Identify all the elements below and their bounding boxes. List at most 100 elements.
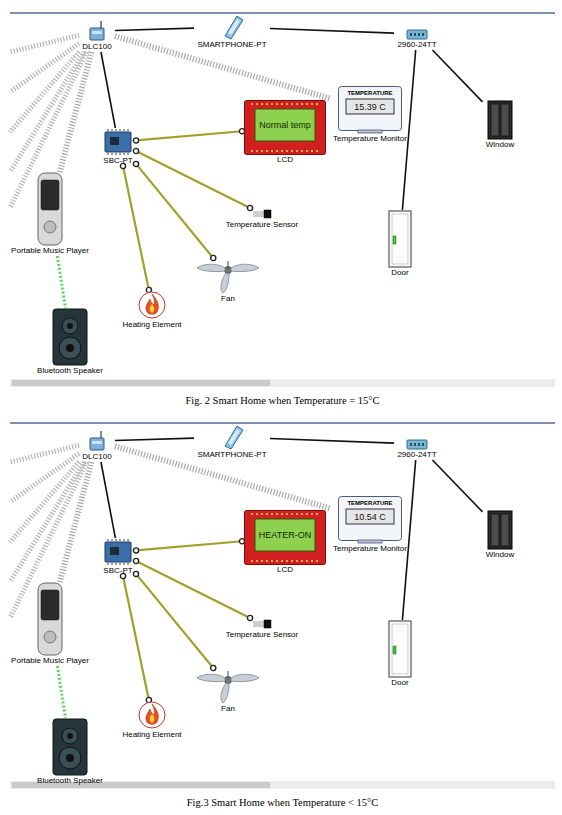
lcd-part [256, 103, 258, 105]
fan-part [231, 264, 259, 271]
device-node: Heating Element [119, 700, 185, 740]
sensor-part [253, 622, 264, 626]
device-label: Temperature Monitor [332, 544, 408, 554]
device-label: Temperature Monitor [332, 134, 408, 144]
speaker-part [62, 318, 78, 334]
switch-icon-box [406, 438, 428, 450]
wireless-signal [10, 462, 84, 582]
device-label: SMARTPHONE-PT [196, 40, 267, 50]
sbc-part [127, 539, 129, 541]
fan-part [221, 273, 229, 293]
switch-part [422, 443, 424, 446]
lcd-part [316, 150, 318, 152]
iot-link [136, 164, 213, 258]
door-part [392, 624, 408, 674]
heater-part [146, 704, 158, 724]
door-icon [388, 210, 412, 268]
lcd-part [316, 513, 318, 515]
device-node: Portable Music Player [8, 582, 92, 666]
lcd-part [266, 513, 268, 515]
router-icon-box [88, 20, 106, 42]
lcd-icon [245, 511, 326, 565]
speaker-part [66, 344, 74, 352]
lcd-part [281, 513, 283, 515]
heater-icon [138, 700, 166, 730]
device-label: 2960-24TT [396, 40, 437, 50]
edge-group [57, 28, 482, 718]
fan-part [227, 671, 228, 680]
fan-part [197, 264, 225, 271]
screen-text: TEMPERATURE [342, 88, 398, 97]
device-label: Temperature Sensor [225, 220, 299, 230]
phone-icon-box [219, 424, 245, 450]
monitor-part [358, 130, 382, 133]
door-icon-box [388, 210, 412, 268]
sbc-part [111, 129, 113, 131]
lcd-part [301, 103, 303, 105]
lcd-part [306, 560, 308, 562]
switch-icon [407, 440, 427, 449]
bt-link [57, 666, 65, 718]
lcd-part [296, 513, 298, 515]
lcd-part [296, 150, 298, 152]
speaker-part [53, 719, 87, 775]
lcd-part [301, 150, 303, 152]
lcd-part [251, 150, 253, 152]
fan-icon-box [195, 258, 261, 294]
switch-part [422, 33, 424, 36]
speaker-icon-box [52, 308, 88, 366]
speaker-icon [52, 308, 88, 366]
switch-icon [406, 438, 428, 450]
sensor-icon [252, 618, 272, 630]
device-label: Heating Element [121, 320, 182, 330]
screen-text: 10.54 C [346, 509, 394, 524]
router-part [100, 431, 101, 438]
heater-icon [139, 292, 165, 318]
wired-link [115, 438, 194, 440]
lcd-part [266, 560, 268, 562]
router-icon [88, 20, 106, 42]
phone-icon [219, 424, 245, 450]
monitor-icon-box: TEMPERATURE10.54 C [338, 496, 402, 544]
door-icon [389, 211, 411, 267]
device-label: Window [485, 550, 515, 560]
lcd-part [261, 513, 263, 515]
window-icon-box [487, 100, 513, 140]
lcd-part [251, 103, 253, 105]
iot-link [136, 131, 242, 140]
lcd-part [271, 513, 273, 515]
sensor-part [264, 620, 271, 628]
switch-part [407, 440, 427, 449]
wireless-link [60, 52, 92, 172]
router-part [90, 28, 104, 40]
sbc-icon [105, 539, 131, 565]
window-part [488, 101, 512, 139]
player-icon-box [37, 172, 63, 246]
device-label: Temperature Sensor [225, 630, 299, 640]
phone-part [228, 19, 240, 35]
switch-part [410, 443, 412, 446]
router-part [90, 438, 104, 450]
monitor-part [358, 540, 382, 543]
player-part [38, 173, 62, 245]
switch-part [414, 33, 416, 36]
door-icon [388, 620, 412, 678]
player-part [38, 583, 62, 655]
device-node: Fan [193, 258, 263, 304]
wired-link [402, 50, 415, 210]
lcd-part [276, 560, 278, 562]
screen-text: HEATER-ON [257, 521, 313, 549]
wireless-signal [10, 35, 79, 52]
lcd-part [266, 150, 268, 152]
player-icon [37, 172, 63, 246]
device-label: DLC100 [81, 452, 112, 462]
wireless-decor [10, 35, 555, 789]
heater-icon-box [138, 290, 166, 320]
lcd-part [291, 560, 293, 562]
door-icon [389, 621, 411, 677]
lcd-part [251, 560, 253, 562]
door-part [389, 621, 411, 677]
sensor-part [253, 212, 264, 216]
device-node: HEATER-ONLCD [242, 510, 328, 575]
lcd-part [271, 560, 273, 562]
